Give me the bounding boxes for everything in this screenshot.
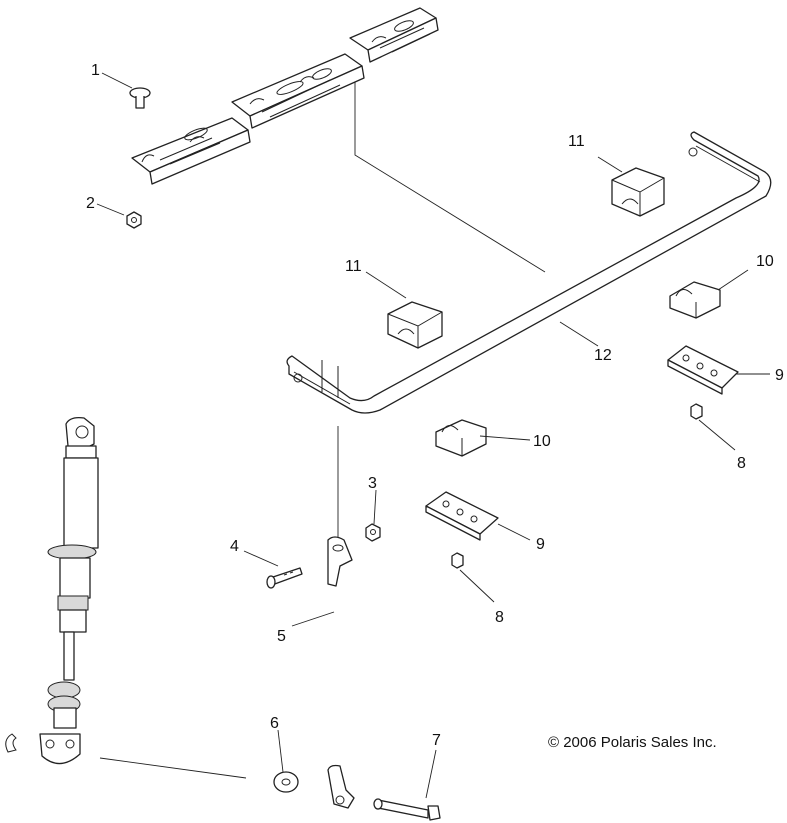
leader-lines xyxy=(96,72,770,799)
callout-10-upper: 10 xyxy=(756,253,774,270)
bracket-strip-right xyxy=(349,7,439,63)
callout-12: 12 xyxy=(594,347,612,364)
part-7-bolt xyxy=(373,798,441,821)
part-5-link-end xyxy=(327,536,353,587)
lower-link-end xyxy=(327,764,355,809)
callout-11-lower: 11 xyxy=(345,258,362,275)
callout-1: 1 xyxy=(91,62,100,79)
callout-8-lower: 8 xyxy=(495,609,504,626)
part-11-bushing-lower xyxy=(387,301,443,349)
callout-labels: 1 2 11 10 11 12 9 10 8 3 4 9 8 5 6 7 xyxy=(86,62,784,749)
callout-5: 5 xyxy=(277,628,286,645)
part-8-nut-lower xyxy=(451,552,464,569)
callout-10-lower: 10 xyxy=(533,433,551,450)
part-8-nut-upper xyxy=(690,403,703,420)
bracket-strip-middle xyxy=(231,53,365,129)
callout-6: 6 xyxy=(270,715,279,732)
part-4-bolt xyxy=(266,567,303,589)
part-1-rivet xyxy=(129,87,151,109)
callout-8-upper: 8 xyxy=(737,455,746,472)
support-bracket-assembly xyxy=(131,7,439,185)
callout-9-upper: 9 xyxy=(775,367,784,384)
part-10-clamp-lower xyxy=(435,419,487,457)
callout-4: 4 xyxy=(230,538,239,555)
part-10-clamp-upper xyxy=(669,281,721,319)
part-3-nut xyxy=(365,523,381,542)
shock-absorber xyxy=(39,416,99,765)
part-9-plate-upper xyxy=(667,345,739,395)
part-12-stabilizer-bar xyxy=(286,131,772,414)
part-6-washer xyxy=(273,771,299,793)
copyright-notice: © 2006 Polaris Sales Inc. xyxy=(548,734,717,751)
bracket-strip-left xyxy=(131,117,251,185)
callout-3: 3 xyxy=(368,475,377,492)
part-9-plate-lower xyxy=(425,491,499,541)
callout-11-upper: 11 xyxy=(568,133,585,150)
clip-left-edge xyxy=(5,733,17,753)
callout-7: 7 xyxy=(432,732,441,749)
part-11-bushing-upper xyxy=(611,167,665,217)
part-2-nut xyxy=(126,211,142,229)
callout-2: 2 xyxy=(86,195,95,212)
callout-9-lower: 9 xyxy=(536,536,545,553)
